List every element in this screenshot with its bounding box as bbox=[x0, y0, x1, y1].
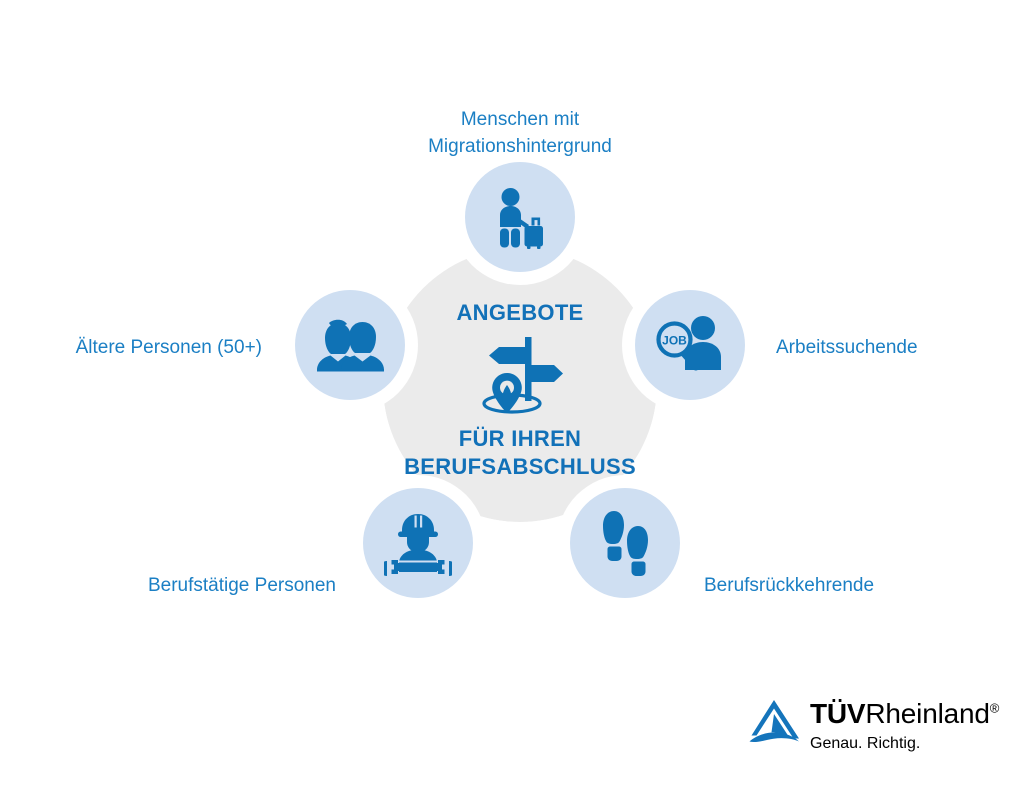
node-older-label: Ältere Personen (50+) bbox=[75, 337, 262, 358]
registered-trademark-icon: ® bbox=[989, 700, 1000, 716]
worker-hardhat-wrench-icon bbox=[384, 510, 452, 576]
center-heading-bottom-line2: BERUFSABSCHLUSS bbox=[404, 454, 636, 479]
logo-brand-bold: TÜV bbox=[810, 698, 866, 729]
svg-text:JOB: JOB bbox=[662, 334, 687, 348]
node-employed-label: Berufstätige Personen bbox=[147, 575, 336, 596]
node-migration-label-line2: Migrationshintergrund bbox=[428, 136, 612, 157]
node-migration[interactable] bbox=[465, 162, 575, 272]
node-employed[interactable] bbox=[363, 488, 473, 598]
center-heading-bottom-line1: FÜR IHREN bbox=[458, 426, 582, 451]
signpost-location-icon bbox=[474, 333, 566, 420]
traveler-with-suitcase-icon bbox=[487, 184, 553, 250]
center-heading-top: ANGEBOTE bbox=[456, 300, 584, 325]
node-returners[interactable] bbox=[570, 488, 680, 598]
node-older[interactable] bbox=[295, 290, 405, 400]
node-migration-label-line1: Menschen mit bbox=[460, 109, 580, 130]
two-older-people-icon bbox=[315, 316, 385, 374]
node-migration-label: Menschen mit Migrationshintergrund bbox=[360, 106, 680, 160]
logo-tagline: Genau. Richtig. bbox=[810, 735, 921, 752]
node-returners-label: Berufsrückkehrende bbox=[704, 575, 875, 596]
logo-text-block: TÜVRheinland® Genau. Richtig. bbox=[810, 696, 999, 753]
footprints-icon bbox=[597, 510, 653, 576]
node-seeking-label: Arbeitssuchende bbox=[776, 337, 918, 358]
node-seeking[interactable]: JOB bbox=[635, 290, 745, 400]
center-heading-bottom: FÜR IHREN BERUFSABSCHLUSS bbox=[404, 425, 636, 481]
logo-wordmark: TÜVRheinland® bbox=[810, 698, 999, 729]
tuv-rheinland-logo: TÜVRheinland® Genau. Richtig. bbox=[749, 696, 999, 753]
tuv-rheinland-triangle-icon bbox=[749, 700, 799, 749]
logo-brand-regular: Rheinland bbox=[865, 698, 990, 729]
job-search-magnifier-person-icon: JOB bbox=[655, 312, 725, 378]
